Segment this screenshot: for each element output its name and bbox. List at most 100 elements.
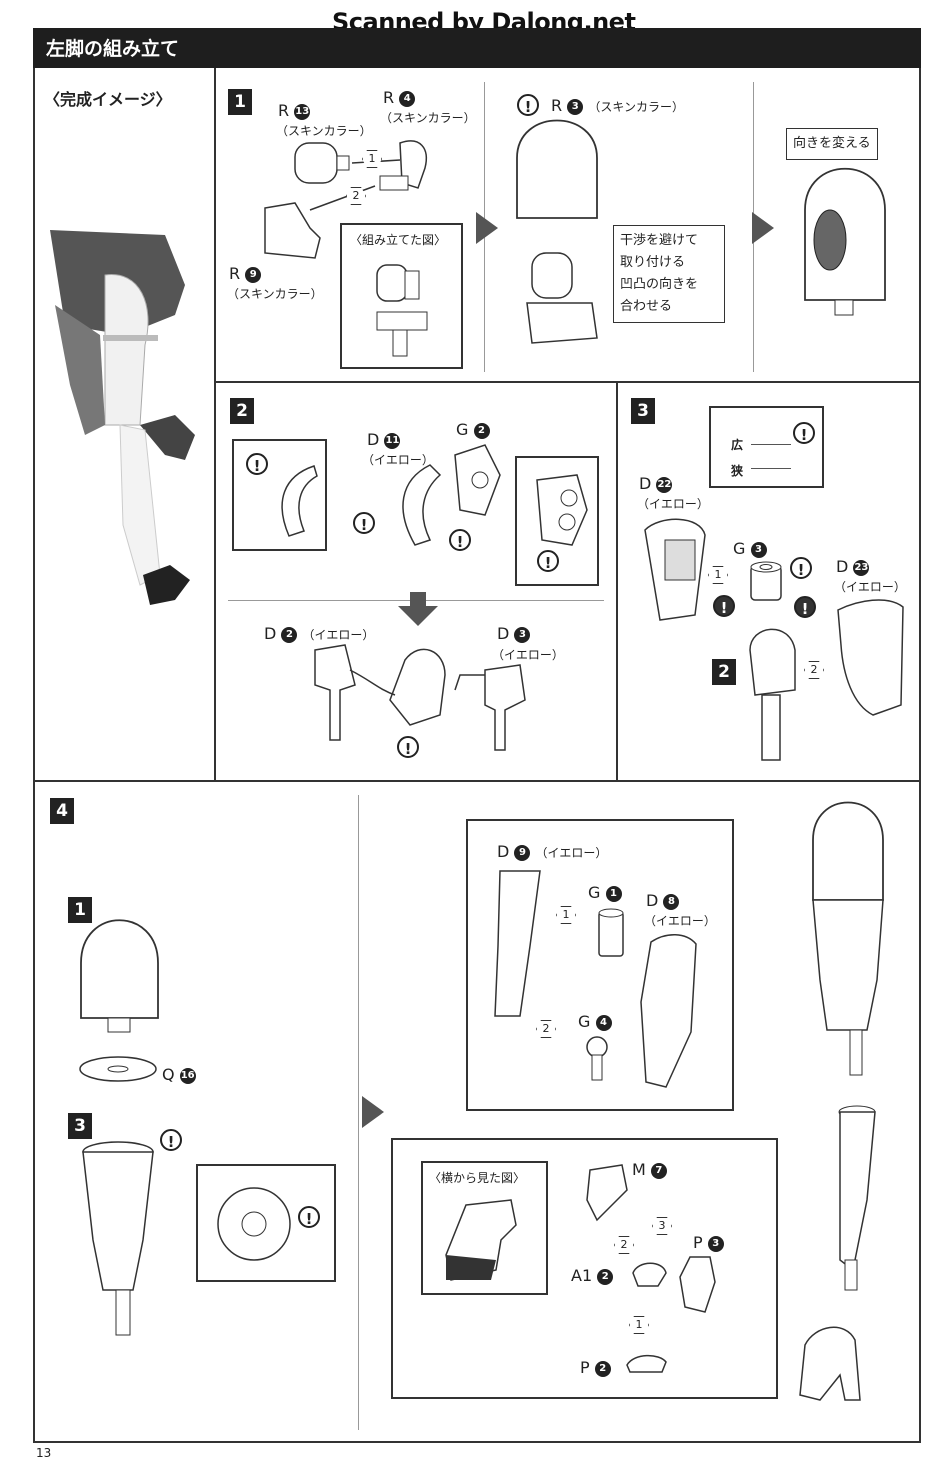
wide-gap-line <box>751 444 791 445</box>
assembled-view-title: 〈組み立てた図〉 <box>350 233 447 247</box>
step3-order-hex-2: 2 <box>804 661 824 679</box>
part-d22-number: 22 <box>656 476 673 493</box>
step3-callout-box: 広 狭 ! <box>709 406 824 488</box>
step1-note-box: 干渉を避けて 取り付ける 凹凸の向きを 合わせる <box>613 225 725 323</box>
step4-order-hex-2b: 2 <box>614 1236 634 1254</box>
step3-warning-b: ! <box>713 595 735 617</box>
step2-detail-left: ! <box>232 439 327 551</box>
frame-left <box>33 68 35 1443</box>
part-g4-letter: G <box>578 1012 591 1031</box>
step1-warning-icon: ! <box>517 94 539 116</box>
narrow-gap-line <box>751 468 791 469</box>
step4-shin-drawing <box>82 1141 154 1336</box>
wide-label: 広 <box>731 438 744 452</box>
part-p3-label: P 3 <box>693 1233 724 1252</box>
part-r9-label: R 9 <box>229 264 262 283</box>
part-r3-number: 3 <box>567 98 584 115</box>
part-r13-label: R 13 <box>278 101 311 120</box>
step4-sub-1: 1 <box>68 897 92 923</box>
part-r9-color: （スキンカラー） <box>227 287 323 301</box>
step3-order-hex-1: 1 <box>708 566 728 584</box>
part-r4-label: R 4 <box>383 88 416 107</box>
step4-assembled-leg-drawing <box>799 801 884 1401</box>
divider-row2 <box>33 780 921 782</box>
part-a1-letter: A1 <box>571 1266 593 1285</box>
part-q16-drawing <box>79 1056 157 1082</box>
part-d2-letter: D <box>264 624 277 643</box>
frame-bottom <box>33 1441 921 1443</box>
part-d8-label: D 8 <box>646 891 680 910</box>
part-d22-label: D 22 <box>639 474 673 493</box>
part-g1-number: 1 <box>605 885 622 902</box>
part-r13-color: （スキンカラー） <box>276 124 372 138</box>
part-d8-color: （イエロー） <box>644 914 716 928</box>
part-d11-letter: D <box>367 430 380 449</box>
step1-thigh-rotated-drawing <box>804 167 886 316</box>
step1-arrow-1 <box>476 212 498 244</box>
part-r3-letter: R <box>551 96 563 115</box>
step3-warning-a: ! <box>790 557 812 579</box>
detail-right-warning-icon: ! <box>537 550 559 572</box>
part-d9-drawing <box>494 870 541 1017</box>
step4-detail-box: ! <box>196 1164 336 1282</box>
step-1-number: 1 <box>228 89 252 115</box>
assembled-view-box: 〈組み立てた図〉 <box>340 223 463 369</box>
side-view-box: 〈横から見た図〉 <box>421 1161 548 1295</box>
part-m7-label: M 7 <box>632 1160 667 1179</box>
part-r4-letter: R <box>383 88 395 107</box>
detail-warning-icon: ! <box>246 453 268 475</box>
turn-direction-note: 向きを変える <box>786 128 878 160</box>
part-d22-drawing <box>644 518 706 621</box>
part-a1-drawing <box>632 1262 667 1287</box>
note-line-4: 合わせる <box>620 299 673 314</box>
part-p3-letter: P <box>693 1233 703 1252</box>
step-4-number: 4 <box>50 798 74 824</box>
part-g1-letter: G <box>588 883 601 902</box>
part-d22-letter: D <box>639 474 652 493</box>
part-g3-letter: G <box>733 539 746 558</box>
part-g1-label: G 1 <box>588 883 622 902</box>
part-d3-label: D 3 <box>497 624 531 643</box>
divider-step4 <box>358 795 359 1430</box>
part-r3-color: （スキンカラー） <box>588 100 684 114</box>
part-g2-label: G 2 <box>456 420 490 439</box>
part-a1-number: 2 <box>597 1268 614 1285</box>
note-line-2: 取り付ける <box>620 255 686 270</box>
note-line-1: 干渉を避けて <box>620 233 699 248</box>
step4-arrow <box>362 1096 384 1128</box>
part-g3-number: 3 <box>750 541 767 558</box>
assembled-view-drawing <box>376 264 428 357</box>
part-p3-drawing <box>679 1256 716 1313</box>
part-d3-number: 3 <box>514 626 531 643</box>
step3-sub-2: 2 <box>712 659 736 685</box>
part-d23-color: （イエロー） <box>834 580 906 594</box>
page-number: 13 <box>36 1446 52 1460</box>
narrow-label: 狭 <box>731 464 744 478</box>
part-d8-drawing <box>640 934 697 1088</box>
part-r13-number: 13 <box>294 103 311 120</box>
part-a1-label: A1 2 <box>571 1266 614 1285</box>
part-p2-number: 2 <box>594 1360 611 1377</box>
step2-warning-b: ! <box>449 529 471 551</box>
part-d3-letter: D <box>497 624 510 643</box>
part-r13-letter: R <box>278 101 290 120</box>
frame-right <box>919 68 921 1443</box>
step4-order-hex-2a: 2 <box>536 1020 556 1038</box>
section-title: 左脚の組み立て <box>46 38 180 60</box>
step-2-number: 2 <box>230 398 254 424</box>
part-p2-letter: P <box>580 1358 590 1377</box>
step4-order-hex-1a: 1 <box>556 906 576 924</box>
section-header <box>33 28 921 68</box>
detail-g2-drawing <box>536 474 588 546</box>
step2-detail-right: ! <box>515 456 599 586</box>
part-d8-letter: D <box>646 891 659 910</box>
detail-socket-drawing <box>217 1187 291 1261</box>
part-d23-label: D 23 <box>836 557 870 576</box>
part-g2-number: 2 <box>473 422 490 439</box>
part-d22-color: （イエロー） <box>637 497 709 511</box>
divider-preview <box>214 68 216 781</box>
part-m7-drawing <box>586 1164 628 1222</box>
part-p2-label: P 2 <box>580 1358 611 1377</box>
part-d2-number: 2 <box>281 626 298 643</box>
part-g2-letter: G <box>456 420 469 439</box>
